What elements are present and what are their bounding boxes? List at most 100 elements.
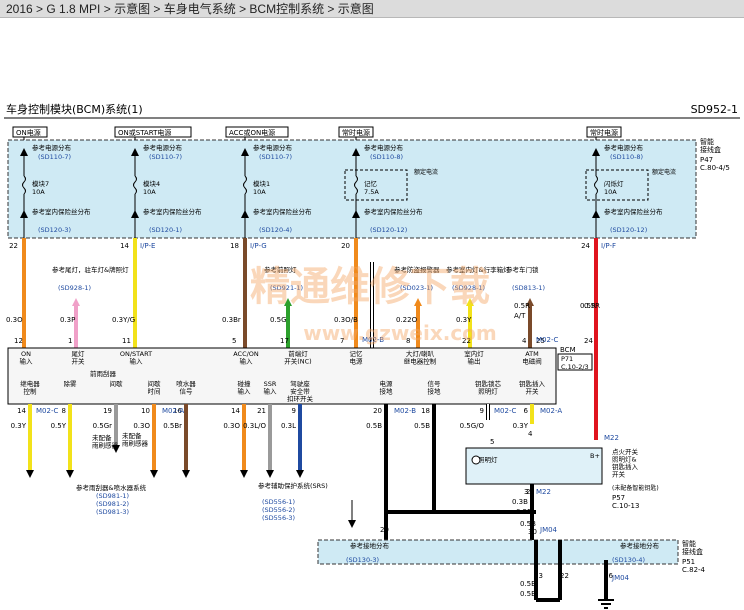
key-conn: M22 <box>604 434 619 442</box>
bcm-output: 间歇 <box>110 379 124 388</box>
ref-fuse-text: 参考室内保险丝分布 <box>364 207 423 216</box>
arrow-up-icon <box>352 210 360 218</box>
ground-pin: 23 <box>534 572 543 580</box>
wiper-ref-code: (SD981-3) <box>96 508 129 516</box>
mid-ref-title: 参考前照灯 <box>264 265 297 274</box>
ref-power-text: 参考电源分布 <box>364 143 404 152</box>
jb-label: 接线盒 <box>700 145 721 154</box>
arrow-down-icon <box>266 470 274 478</box>
top-conn: I/P-G <box>250 242 267 250</box>
jb-ref: C.80-4/5 <box>700 164 730 172</box>
mid-wire-label: 0.3O/B <box>334 316 358 324</box>
out-pin: 20 <box>373 407 382 415</box>
not-equipped-label: 雨刷感器 <box>92 441 119 450</box>
mid-pin: 24 <box>584 337 593 345</box>
out-conn: M02-A <box>540 407 562 415</box>
key-sub: (未配备智能钥匙) <box>612 484 659 492</box>
ref-fuse-code: (SD120-12) <box>370 226 407 234</box>
out-conn: M02-C <box>494 407 516 415</box>
srs-ref-title: 参考辅助保护系统(SRS) <box>258 481 328 490</box>
watermark-text: 精通维修下载 <box>250 264 490 310</box>
ground-box-label: 接线盒 <box>682 547 703 556</box>
bcm-input: ON <box>21 350 31 358</box>
mid-ref-title: 参考室内灯&行李箱灯 <box>446 265 510 274</box>
key-pin: 5 <box>490 438 494 446</box>
top-pin: 18 <box>230 242 239 250</box>
power-label-box <box>12 126 48 138</box>
mid-conn: M02-B <box>362 336 384 344</box>
mid-ref-code: (SD928-1) <box>58 284 91 292</box>
mid-wire-label: 0.3Br <box>222 316 241 324</box>
out-wire-label: 0.3L <box>281 422 296 430</box>
bcm-input: ON/START <box>120 350 152 358</box>
mid-pin: 17 <box>280 337 289 345</box>
bcm-output: 钥匙插入 <box>519 379 546 388</box>
bcm-output: 安全带 <box>290 387 310 396</box>
bcm-box <box>7 347 557 405</box>
relay-box <box>585 169 649 201</box>
ground-conn: JM04 <box>611 574 630 582</box>
out-pin: 6 <box>524 407 529 415</box>
bcm-conn-box <box>557 353 593 371</box>
arrow-up-icon <box>241 210 249 218</box>
bcm-input: 开关 <box>72 357 86 366</box>
ref-power-code: (SD110-8) <box>370 153 403 161</box>
out-wire-label: 0.5Br <box>163 422 182 430</box>
ref-power-code: (SD110-8) <box>610 153 643 161</box>
bcm-input: 开关(NC) <box>284 357 311 366</box>
power-label: ACC或ON电源 <box>229 128 275 137</box>
bcm-name: BCM <box>560 346 576 354</box>
fuse-icon <box>243 175 247 195</box>
arrow-up-icon <box>414 298 422 306</box>
out-wire-label: 0.3O <box>223 422 240 430</box>
mid-ref-code: (SD921-1) <box>270 284 303 292</box>
ground-code: (SD130-3) <box>346 556 379 564</box>
bcm-output: 间歇 <box>148 379 162 388</box>
mid-ref-code: (SD928-1) <box>452 284 485 292</box>
arrow-up-icon <box>241 148 249 156</box>
key-lamp-label: 照明灯 <box>478 455 498 464</box>
ref-power-text: 参考电源分布 <box>143 143 183 152</box>
bcm-output: 输入 <box>264 387 278 396</box>
page-code: SD952-1 <box>691 103 738 116</box>
lamp-icon <box>471 455 481 465</box>
bcm-input: 大灯/喇叭 <box>406 349 435 358</box>
mid-wire-label: 0.3P <box>60 316 75 324</box>
mid-pin: 11 <box>122 337 131 345</box>
mid-ref-title: 参考车门锁 <box>506 265 539 274</box>
top-pin: 24 <box>581 242 590 250</box>
wiper-ref-code: (SD981-2) <box>96 500 129 508</box>
out-pin: 14 <box>17 407 26 415</box>
bcm-output: 信号 <box>428 379 442 388</box>
top-conn: I/P-E <box>140 242 155 250</box>
out-wire-label: 0.3O <box>133 422 150 430</box>
fuse-name: 模块1 <box>253 179 270 188</box>
bcm-input: 输入 <box>130 357 144 366</box>
out-conn: M02-C <box>36 407 58 415</box>
ground-pin: 22 <box>560 572 569 580</box>
arrow-up-icon <box>20 148 28 156</box>
ref-fuse-text: 参考室内保险丝分布 <box>32 207 91 216</box>
fuse-icon <box>133 175 137 195</box>
power-label: 常时电源 <box>590 128 618 137</box>
arrow-up-icon <box>352 148 360 156</box>
ground-ref-text: 参考接地分布 <box>350 541 390 550</box>
power-label: 常时电源 <box>342 128 370 137</box>
arrow-down-icon <box>296 470 304 478</box>
ground-wire-label: 0.5B <box>520 590 536 598</box>
bcm-output: SSR <box>264 380 277 388</box>
out-pin: 9 <box>480 407 484 415</box>
mid-wire-label: 0.22O <box>396 316 418 324</box>
ground-conn: M22 <box>536 488 551 496</box>
power-label-box <box>225 126 289 138</box>
fuse-amp: 7.5A <box>364 188 379 196</box>
fuse-amp: 10A <box>143 188 156 196</box>
bcm-input: 前端灯 <box>288 349 308 358</box>
out-wire-label: 0.5B <box>366 422 382 430</box>
jb-conn: P47 <box>700 156 713 164</box>
mid-wire-label: 0.5R <box>514 302 530 310</box>
diagram-title: 车身控制模块(BCM)系统(1) <box>6 102 143 116</box>
mid-wire-label: 0.3O <box>6 316 23 324</box>
bcm-output: 输入 <box>238 387 252 396</box>
key-title: 点火开关 <box>612 447 639 456</box>
